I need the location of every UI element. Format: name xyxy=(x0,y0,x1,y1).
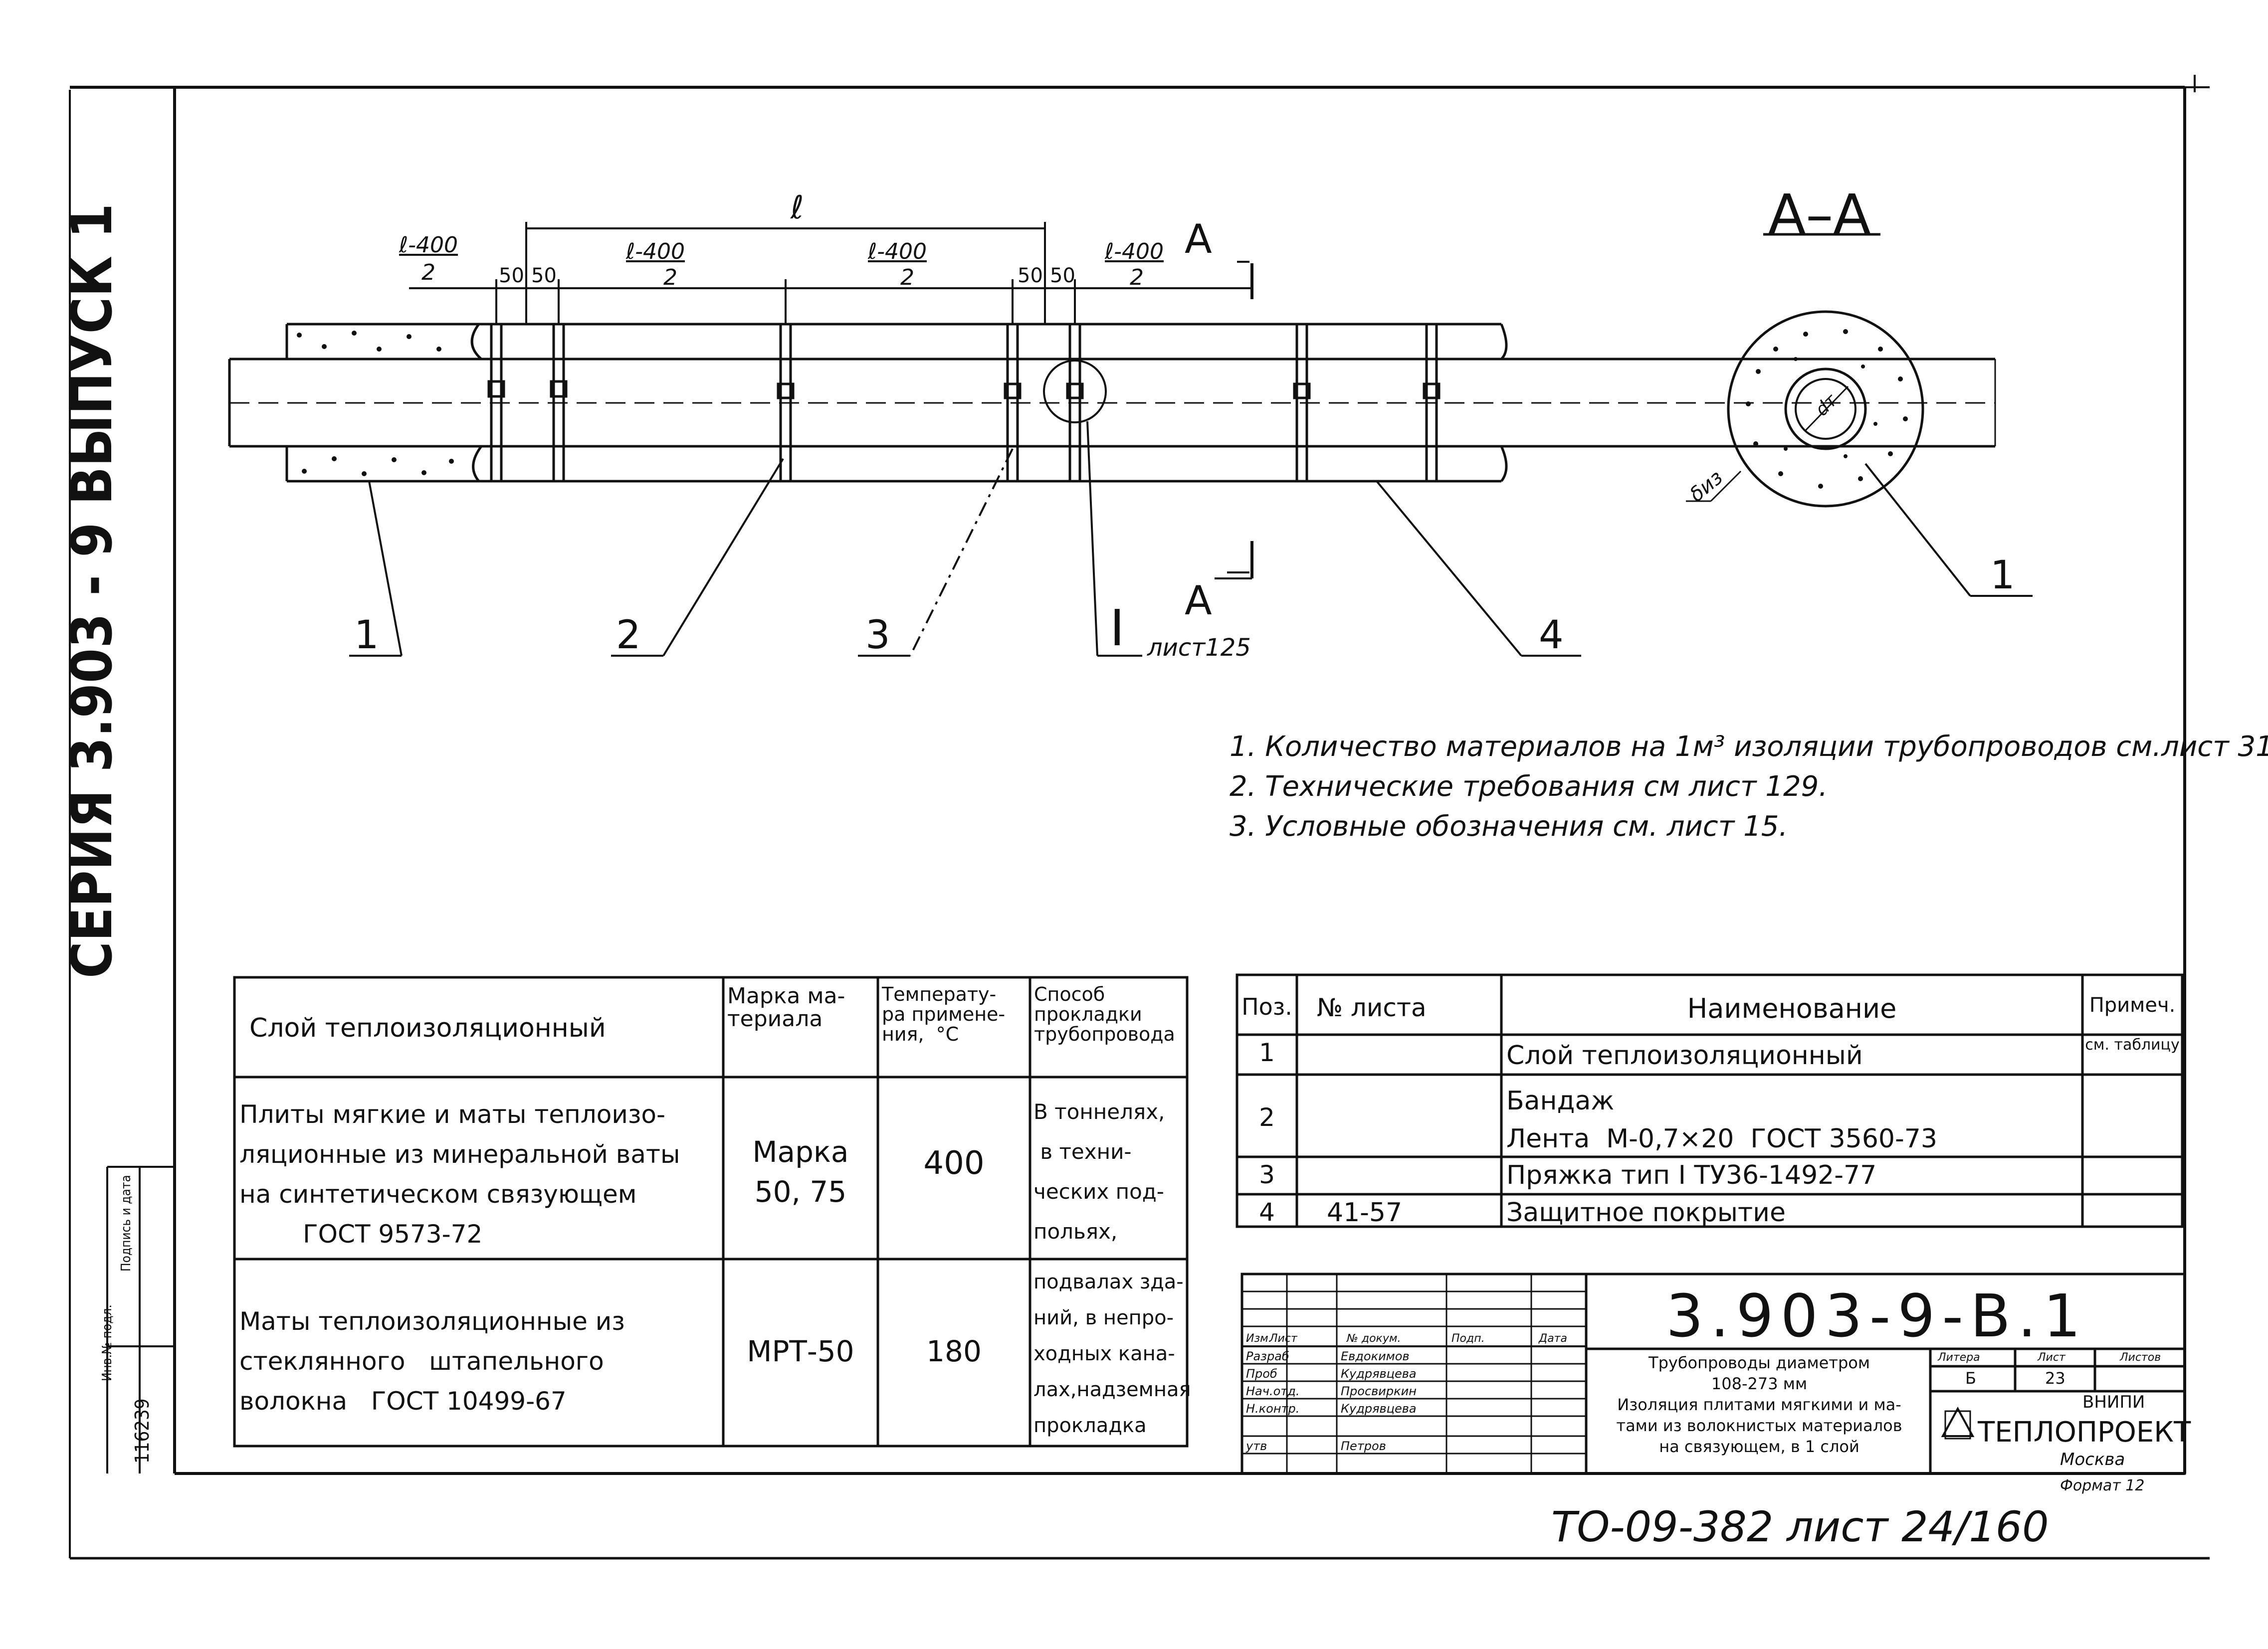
org-name-b: ТЕПЛОПРОЕКТ xyxy=(1978,1416,2191,1449)
sig-name-1: Евдокимов xyxy=(1341,1349,1410,1363)
left-table-grid xyxy=(233,976,1189,1448)
left-table-row2-temp: 180 xyxy=(926,1334,982,1368)
sheets-header: Листов xyxy=(2120,1351,2161,1364)
left-table-row2-layer: Маты теплоизоляционные из стеклянного шт… xyxy=(239,1307,625,1416)
insulation-hatch xyxy=(297,331,454,476)
spec-table-grid xyxy=(1236,973,2184,1228)
bands xyxy=(487,324,1441,481)
sig-name-5: Петров xyxy=(1341,1439,1386,1453)
sig-role-4: Н.контр. xyxy=(1246,1402,1300,1416)
left-table-header-temp: Температу- ра примене- ния, °С xyxy=(882,983,1006,1045)
callout-detail: I xyxy=(1110,599,1125,657)
dim-frac-den-2: 2 xyxy=(663,265,677,290)
sheet-value: 23 xyxy=(2045,1369,2065,1388)
sig-name-2: Кудрявцева xyxy=(1341,1367,1417,1381)
dim-frac-num-3: ℓ-400 xyxy=(868,239,927,264)
spec-row1-pos: 1 xyxy=(1259,1038,1275,1067)
footer-sheet-ref: ТО-09-382 лист 24/160 xyxy=(1551,1502,2049,1551)
stamp-signature-label: Подпись и дата xyxy=(119,1175,134,1272)
title-designation: 3.903-9-В.1 xyxy=(1666,1282,2088,1350)
left-table-header-grade: Марка ма- териала xyxy=(727,983,845,1032)
callout-4: 4 xyxy=(1539,613,1564,658)
left-table-header-layer: Слой теплоизоляционный xyxy=(249,1013,606,1043)
sig-name-4: Кудрявцева xyxy=(1341,1402,1417,1416)
section-title: А–А xyxy=(1768,183,1871,246)
stage-value: Б xyxy=(1965,1369,1976,1388)
spec-header-sheet: № листа xyxy=(1317,993,1427,1022)
dim-frac-num-4: ℓ-400 xyxy=(1105,239,1164,264)
section-hatch xyxy=(1746,329,1908,489)
title-text: Трубопроводы диаметром 108-273 мм Изоляц… xyxy=(1616,1353,1902,1456)
sig-header-izm: Изм. xyxy=(1246,1332,1272,1345)
sheet-frame xyxy=(69,75,2210,1560)
sig-header-doc: № докум. xyxy=(1347,1332,1401,1345)
sig-header-sign: Подп. xyxy=(1451,1332,1485,1345)
stamp-number: 116239 xyxy=(131,1398,153,1464)
spec-header-name: Наименование xyxy=(1687,993,1897,1024)
section-a-a xyxy=(1686,233,1924,508)
callout-1: 1 xyxy=(354,613,379,658)
sig-role-5: утв xyxy=(1246,1439,1267,1453)
stamp-inv-label: Инв.№ подл. xyxy=(100,1304,115,1381)
spec-row4-sheet: 41-57 xyxy=(1327,1198,1403,1228)
spec-row1-note: см. таблицу xyxy=(2085,1036,2180,1054)
title-block-grid xyxy=(1240,1273,2186,1475)
note-2: 2. Технические требования см лист 129. xyxy=(1230,770,1828,803)
section-mark-top: А xyxy=(1185,216,1212,262)
left-table-row1-temp: 400 xyxy=(923,1145,985,1182)
sig-role-2: Проб xyxy=(1246,1367,1277,1381)
dim-frac-num-1: ℓ-400 xyxy=(399,232,458,258)
sig-role-1: Разраб xyxy=(1246,1349,1289,1363)
sig-name-3: Просвиркин xyxy=(1341,1384,1417,1398)
dim-frac-den-4: 2 xyxy=(1130,265,1144,290)
callout-3: 3 xyxy=(865,613,890,658)
spec-row4-name: Защитное покрытие xyxy=(1506,1198,1786,1228)
dim-frac-den-3: 2 xyxy=(900,265,914,290)
callout-2: 2 xyxy=(616,613,641,658)
dim-50-3: 50 xyxy=(1018,264,1043,287)
spec-header-note: Примеч. xyxy=(2089,994,2176,1017)
left-table-row2-method: подвалах зда- ний, в непро- ходных кана-… xyxy=(1033,1271,1191,1437)
callout-detail-ref: лист125 xyxy=(1147,634,1251,662)
left-table-row1-layer: Плиты мягкие и маты теплоизо- ляционные … xyxy=(239,1100,680,1249)
spec-row1-name: Слой теплоизоляционный xyxy=(1506,1041,1863,1071)
left-table-row1-grade: Марка 50, 75 xyxy=(752,1135,849,1209)
sheet-header: Лист xyxy=(2038,1351,2065,1364)
org-city: Москва xyxy=(2060,1450,2125,1469)
dim-frac-den-1: 2 xyxy=(421,260,435,285)
left-table-header-method: Способ прокладки трубопровода xyxy=(1034,983,1175,1045)
spec-row2-name: Бандаж Лента М-0,7×20 ГОСТ 3560-73 xyxy=(1506,1086,1937,1154)
dimension-lines xyxy=(409,222,1253,579)
note-1: 1. Количество материалов на 1м³ изоляции… xyxy=(1230,731,2268,763)
dim-50-1: 50 xyxy=(499,264,524,287)
sig-role-3: Нач.отд. xyxy=(1246,1384,1300,1398)
spec-row4-pos: 4 xyxy=(1259,1198,1275,1227)
spec-row2-pos: 2 xyxy=(1259,1103,1275,1132)
stage-header: Литера xyxy=(1938,1351,1980,1364)
left-table-row2-grade: МРТ-50 xyxy=(747,1334,854,1368)
callout-section-1: 1 xyxy=(1990,553,2015,598)
spec-row3-pos: 3 xyxy=(1259,1160,1275,1189)
org-name-a: ВНИПИ xyxy=(2082,1392,2145,1412)
format-label: Формат 12 xyxy=(2060,1477,2145,1494)
note-3: 3. Условные обозначения см. лист 15. xyxy=(1230,810,1788,843)
series-label: СЕРИЯ 3.903 - 9 ВЫПУСК 1 xyxy=(60,203,125,979)
spec-row3-name: Пряжка тип I ТУ36-1492-77 xyxy=(1506,1160,1877,1190)
sig-header-list: Лист xyxy=(1269,1332,1297,1345)
dim-total-label: ℓ xyxy=(791,189,804,226)
leader-lines xyxy=(349,421,2033,657)
left-table-row1-method: В тоннелях, в техни- ческих под- польях, xyxy=(1033,1099,1165,1244)
spec-header-pos: Поз. xyxy=(1241,993,1292,1020)
dim-50-4: 50 xyxy=(1050,264,1075,287)
dim-frac-num-2: ℓ-400 xyxy=(626,239,685,264)
section-mark-bottom: А xyxy=(1185,577,1212,624)
sig-header-date: Дата xyxy=(1539,1332,1567,1345)
pipe-elevation xyxy=(228,323,1996,483)
dim-50-2: 50 xyxy=(531,264,557,287)
